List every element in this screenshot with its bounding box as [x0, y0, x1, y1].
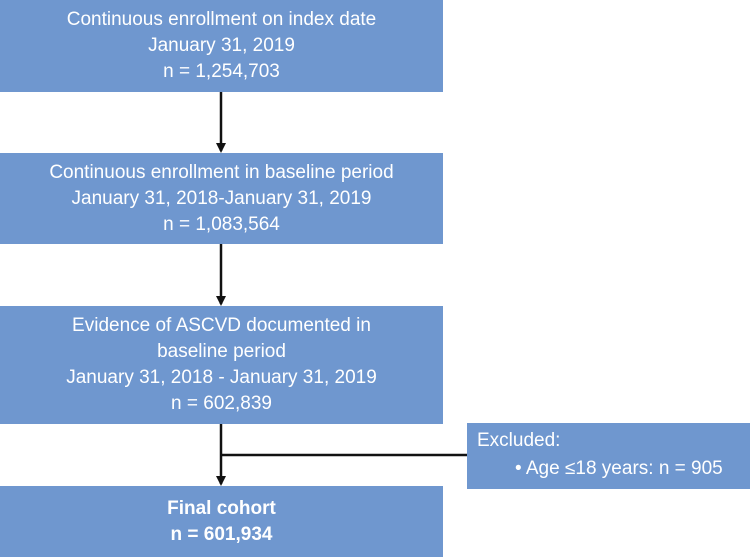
enrollment-baseline-line-1: Continuous enrollment in baseline period — [49, 161, 394, 183]
enrollment-index-line-2: January 31, 2019 — [148, 35, 295, 56]
ascvd-evidence-box: Evidence of ASCVD documented in baseline… — [0, 306, 443, 424]
ascvd-evidence-line-4: n = 602,839 — [171, 393, 272, 414]
ascvd-evidence-line-3: January 31, 2018 - January 31, 2019 — [66, 367, 377, 388]
enrollment-baseline-line-2: January 31, 2018-January 31, 2019 — [71, 187, 372, 209]
excluded-item: • Age ≤18 years: n = 905 — [515, 458, 723, 479]
excluded-box: Excluded: • Age ≤18 years: n = 905 — [467, 423, 750, 489]
enrollment-index-line-1: Continuous enrollment on index date — [66, 9, 377, 30]
final-cohort-box: Final cohort n = 601,934 — [0, 486, 443, 557]
final-cohort-line-1: Final cohort — [167, 497, 276, 519]
enrollment-baseline-box: Continuous enrollment in baseline period… — [0, 153, 443, 244]
ascvd-evidence-line-2: baseline period — [157, 341, 286, 362]
enrollment-baseline-line-3: n = 1,083,564 — [163, 213, 280, 235]
excluded-title: Excluded: — [477, 430, 561, 451]
final-cohort-line-2: n = 601,934 — [170, 523, 273, 545]
ascvd-evidence-line-1: Evidence of ASCVD documented in — [72, 315, 371, 336]
enrollment-index-box: Continuous enrollment on index date Janu… — [0, 0, 443, 92]
enrollment-index-line-3: n = 1,254,703 — [163, 61, 280, 82]
